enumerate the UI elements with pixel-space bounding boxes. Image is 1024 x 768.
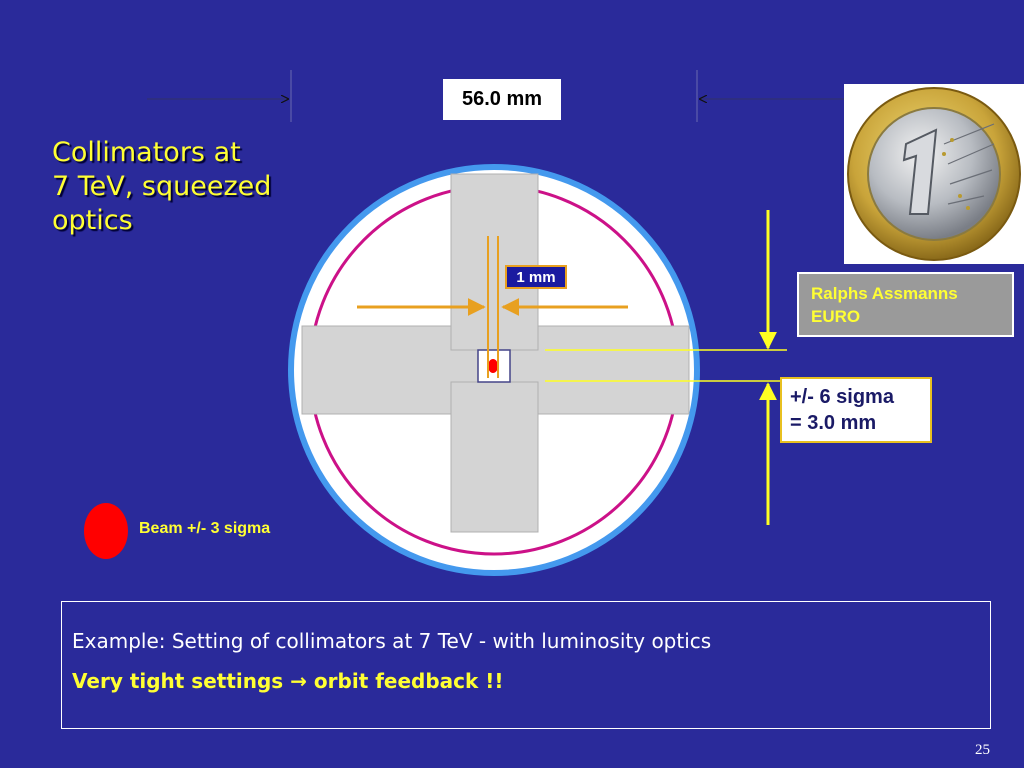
- beam-legend-label: Beam +/- 3 sigma: [139, 520, 271, 537]
- gap-label: 1 mm: [505, 265, 567, 289]
- jaw-right: [509, 325, 690, 415]
- example-line-2-prefix: Very tight settings: [72, 669, 284, 693]
- example-box: Example: Setting of collimators at 7 TeV…: [61, 601, 991, 729]
- title-line-2: 7 TeV, squeezed: [52, 171, 272, 202]
- coin-caption-line-2: EURO: [811, 307, 861, 326]
- jaw-left: [301, 325, 480, 415]
- title-line-1: Collimators at: [52, 137, 241, 168]
- slide-title: Collimators at 7 TeV, squeezed optics: [52, 136, 271, 238]
- beam-spot: [488, 359, 498, 373]
- example-line-2: Very tight settings → orbit feedback !!: [72, 666, 980, 696]
- coin-caption: Ralphs Assmanns EURO: [797, 272, 1014, 337]
- beam-legend-dot: [84, 503, 128, 559]
- sigma-annotation: +/- 6 sigma = 3.0 mm: [780, 377, 932, 443]
- example-line-1: Example: Setting of collimators at 7 TeV…: [72, 629, 712, 653]
- jaw-top: [450, 173, 539, 351]
- page-number: 25: [975, 742, 990, 758]
- jaw-bottom: [450, 381, 539, 533]
- example-line-2-suffix: orbit feedback !!: [313, 669, 504, 693]
- dimension-label: 56.0 mm: [443, 79, 561, 120]
- sigma-line-1: +/- 6 sigma: [790, 386, 894, 408]
- euro-coin-icon: [847, 87, 1021, 261]
- arrow-right-icon: →: [290, 669, 307, 693]
- coin-caption-line-1: Ralphs Assmanns: [811, 284, 958, 303]
- title-line-3: optics: [52, 205, 133, 236]
- sigma-line-2: = 3.0 mm: [790, 412, 877, 434]
- collimator-jaws: [301, 173, 690, 533]
- dimension-lines: [147, 70, 845, 122]
- coin-image: [844, 84, 1024, 264]
